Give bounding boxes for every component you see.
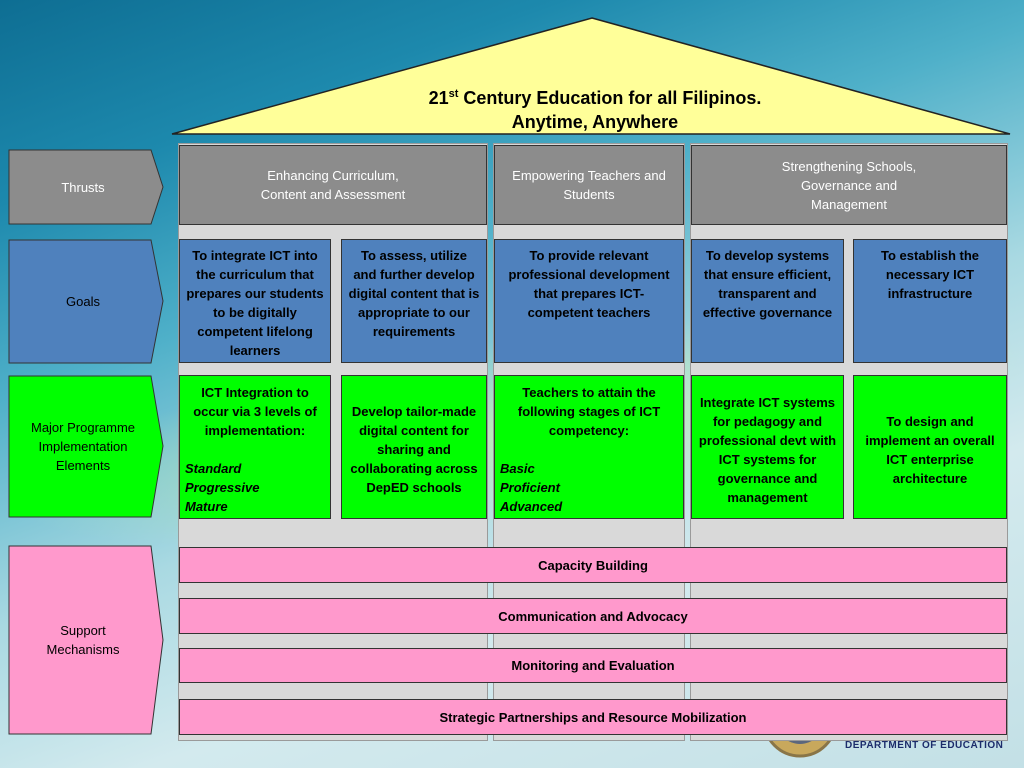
goal-text: To provide relevant professional develop… <box>508 248 670 320</box>
support-text: Communication and Advocacy <box>498 608 688 624</box>
roof-triangle <box>171 17 1011 135</box>
arrow-shape <box>8 149 164 225</box>
level-proficient: Proficient <box>500 480 560 495</box>
row-label-text: Support Mechanisms <box>46 623 120 657</box>
goal-infrastructure: To establish the necessary ICT infrastru… <box>853 239 1007 363</box>
level-advanced: Advanced <box>500 499 563 514</box>
title-prefix: 21 <box>428 88 449 108</box>
row-label-text: Thrusts <box>61 179 105 195</box>
support-text: Capacity Building <box>538 557 648 573</box>
element-integrate-systems: Integrate ICT systems for pedagogy and p… <box>691 375 844 519</box>
thrust-text: Empowering Teachers and Students <box>512 168 666 202</box>
arrow-shape <box>8 239 164 364</box>
element-enterprise-architecture: To design and implement an overall ICT e… <box>853 375 1007 519</box>
title-superscript: st <box>448 88 459 100</box>
level-mature: Mature <box>185 499 228 514</box>
goal-digital-content: To assess, utilize and further develop d… <box>341 239 487 363</box>
support-capacity-building: Capacity Building <box>179 547 1007 583</box>
level-standard: Standard <box>185 461 242 476</box>
title-line2: Anytime, Anywhere <box>511 112 679 132</box>
title-line1: Century Education for all Filipinos. <box>458 88 762 108</box>
thrust-text: Strengthening Schools, Governance and Ma… <box>781 158 917 212</box>
element-ict-integration: ICT Integration to occur via 3 levels of… <box>179 375 331 519</box>
goal-integrate-ict: To integrate ICT into the curriculum tha… <box>179 239 331 363</box>
support-monitoring-evaluation: Monitoring and Evaluation <box>179 648 1007 683</box>
thrust-text: Enhancing Curriculum, Content and Assess… <box>260 168 406 202</box>
support-text: Monitoring and Evaluation <box>511 658 675 673</box>
element-text: ICT Integration to occur via 3 levels of… <box>193 385 317 438</box>
element-text: Integrate ICT systems for pedagogy and p… <box>698 394 837 505</box>
row-label-text: Goals <box>66 294 100 309</box>
row-label-support: Support Mechanisms <box>8 545 164 735</box>
element-ict-competency: Teachers to attain the following stages … <box>494 375 684 519</box>
goal-text: To establish the necessary ICT infrastru… <box>881 248 979 301</box>
row-label-goals: Goals <box>8 239 164 364</box>
goal-professional-development: To provide relevant professional develop… <box>494 239 684 363</box>
element-text: Develop tailor-made digital content for … <box>350 404 478 495</box>
row-label-elements: Major Programme Implementation Elements <box>8 375 164 518</box>
element-text: To design and implement an overall ICT e… <box>865 413 995 486</box>
arrow-shape <box>8 375 164 518</box>
support-text: Strategic Partnerships and Resource Mobi… <box>439 709 747 725</box>
row-label-text: Major Programme Implementation Elements <box>30 420 136 473</box>
goal-text: To assess, utilize and further develop d… <box>348 248 480 339</box>
deped-logo-text: DEPARTMENT OF EDUCATION <box>845 740 1004 751</box>
arrow-shape <box>8 545 164 735</box>
support-communication-advocacy: Communication and Advocacy <box>179 598 1007 634</box>
slide-title: 21st Century Education for all Filipinos… <box>380 82 810 134</box>
thrust-schools: Strengthening Schools, Governance and Ma… <box>691 145 1007 225</box>
goal-text: To develop systems that ensure efficient… <box>702 248 833 320</box>
row-label-thrusts: Thrusts <box>8 149 164 225</box>
element-text: Teachers to attain the following stages … <box>517 385 661 438</box>
thrust-teachers: Empowering Teachers and Students <box>494 145 684 225</box>
goal-text: To integrate ICT into the curriculum tha… <box>186 248 324 358</box>
element-digital-content: Develop tailor-made digital content for … <box>341 375 487 519</box>
level-progressive: Progressive <box>185 480 260 495</box>
thrust-curriculum: Enhancing Curriculum, Content and Assess… <box>179 145 487 225</box>
level-basic: Basic <box>500 461 535 476</box>
goal-governance-systems: To develop systems that ensure efficient… <box>691 239 844 363</box>
support-strategic-partnerships: Strategic Partnerships and Resource Mobi… <box>179 699 1007 735</box>
